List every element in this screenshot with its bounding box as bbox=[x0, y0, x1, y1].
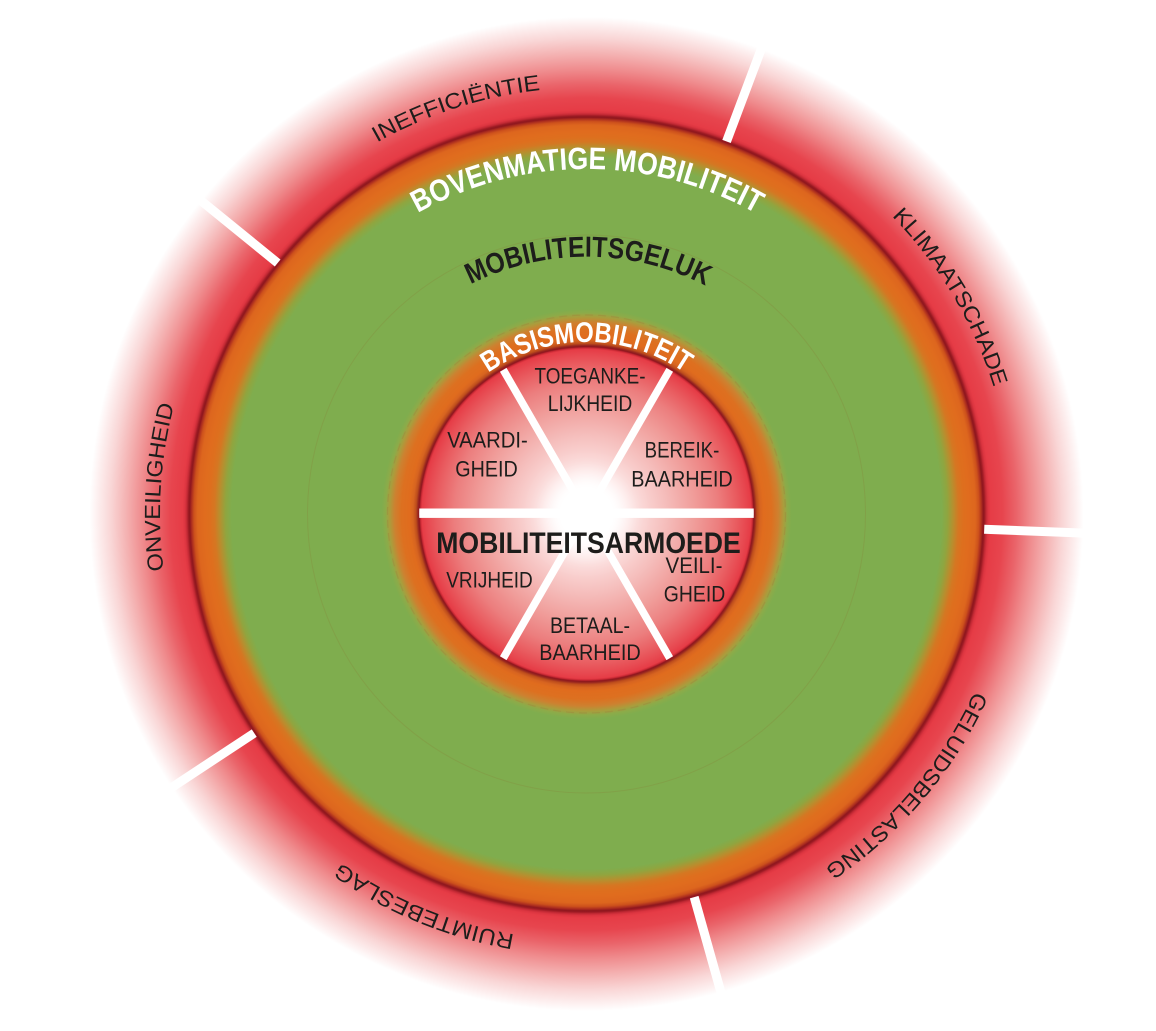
svg-text:MOBILITEITSARMOEDE: MOBILITEITSARMOEDE bbox=[436, 527, 741, 560]
svg-text:GHEID: GHEID bbox=[664, 582, 726, 607]
svg-text:BEREIK-: BEREIK- bbox=[645, 437, 720, 462]
svg-text:VRIJHEID: VRIJHEID bbox=[446, 568, 533, 593]
svg-text:TOEGANKE-: TOEGANKE- bbox=[535, 363, 646, 388]
svg-text:VAARDI-: VAARDI- bbox=[447, 428, 528, 453]
svg-text:BETAAL-: BETAAL- bbox=[550, 613, 630, 638]
svg-text:GHEID: GHEID bbox=[455, 457, 518, 482]
svg-text:VEILI-: VEILI- bbox=[666, 553, 723, 578]
svg-text:BAARHEID: BAARHEID bbox=[539, 640, 641, 665]
svg-text:LIJKHEID: LIJKHEID bbox=[548, 391, 633, 416]
svg-text:BAARHEID: BAARHEID bbox=[631, 467, 733, 492]
